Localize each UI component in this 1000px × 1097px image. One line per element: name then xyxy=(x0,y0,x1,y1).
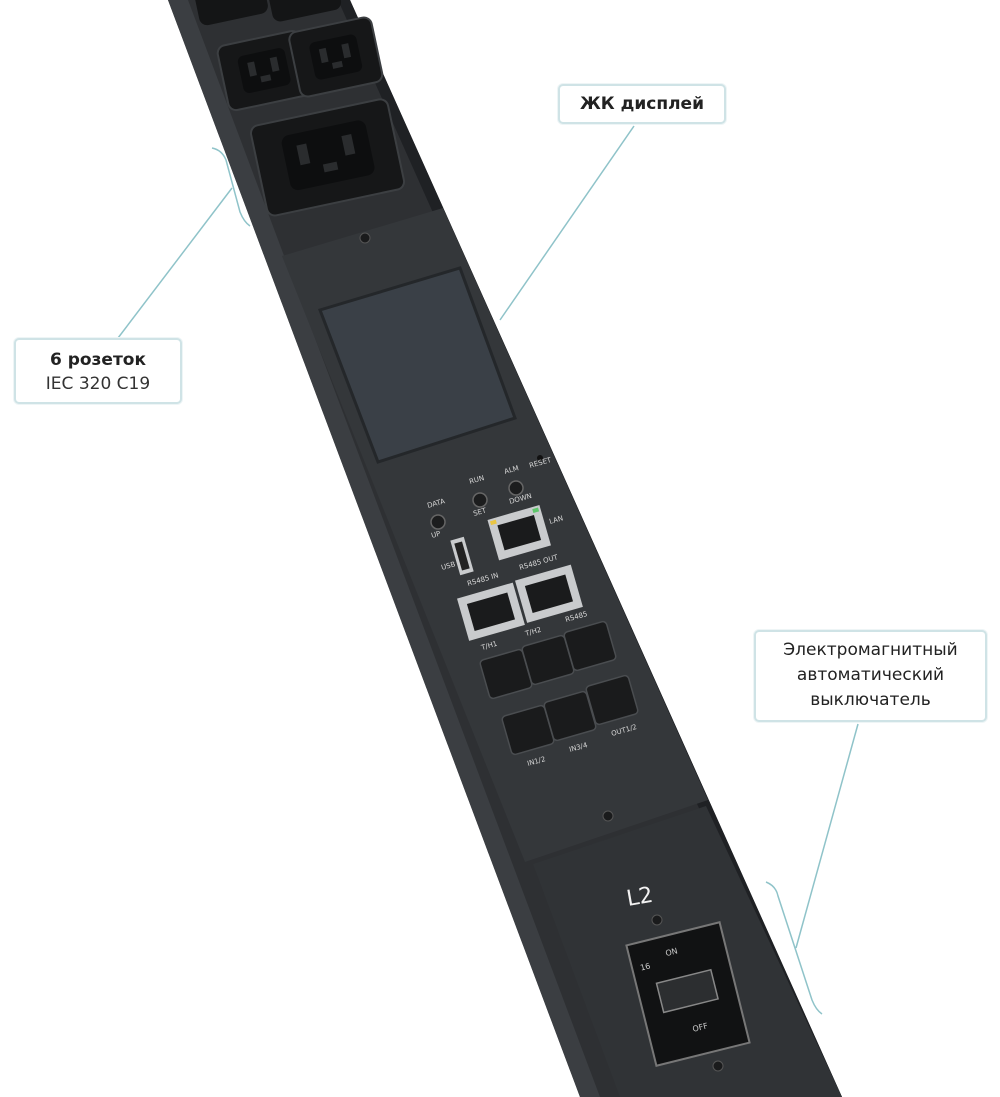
rs485-in-port xyxy=(457,582,525,641)
outlet-c19-b xyxy=(288,16,384,98)
label-run: RUN xyxy=(468,474,485,486)
callout-lcd-title: ЖК дисплей xyxy=(580,94,704,114)
outlet-c19-c xyxy=(249,98,406,217)
rs485-port xyxy=(563,620,617,672)
callout-breaker: Электромагнитный автоматический выключат… xyxy=(754,630,987,722)
lcd-leader xyxy=(499,125,635,321)
label-lan: LAN xyxy=(548,514,564,526)
breaker-off-label: OFF xyxy=(692,1021,710,1034)
pdu-left-edge xyxy=(168,0,600,1097)
callout-breaker-line1: Электромагнитный xyxy=(783,640,958,660)
breaker-rating: 16 xyxy=(639,961,651,972)
callout-outlets-subtitle: IEC 320 C19 xyxy=(45,374,151,394)
callout-breaker-line3: выключатель xyxy=(810,690,931,710)
callout-outlets-title: 6 розеток xyxy=(49,350,147,370)
rs485-out-port xyxy=(515,564,583,623)
breaker-switch: 16 ON OFF xyxy=(625,921,751,1067)
outlet-c19-a xyxy=(216,30,312,112)
button-down xyxy=(508,480,524,496)
usb-port xyxy=(450,536,474,576)
screw-breaker-top xyxy=(651,914,663,926)
out1-2-port xyxy=(585,674,639,726)
label-alm: ALM xyxy=(503,464,519,476)
lan-port xyxy=(487,505,551,561)
label-up: UP xyxy=(430,530,441,540)
callout-lcd: ЖК дисплей xyxy=(558,84,726,124)
breaker-on-label: ON xyxy=(665,946,679,958)
callout-outlets: 6 розеток IEC 320 C19 xyxy=(14,338,182,404)
outlets-bracket xyxy=(211,147,251,227)
phase-label: L2 xyxy=(625,883,655,912)
breaker-bracket xyxy=(765,881,823,1015)
outlets-leader xyxy=(117,187,233,339)
screw-mid xyxy=(602,810,614,822)
screw-breaker-bottom xyxy=(712,1060,724,1072)
reset-pinhole xyxy=(537,455,543,461)
button-up xyxy=(430,514,446,530)
outlet-section xyxy=(191,0,406,217)
screw-top xyxy=(359,232,371,244)
lcd-screen xyxy=(318,266,517,464)
button-set xyxy=(472,492,488,508)
breaker-leader xyxy=(795,723,859,949)
label-usb: USB xyxy=(440,560,456,572)
callout-breaker-line2: автоматический xyxy=(796,665,945,685)
in3-4-port xyxy=(543,690,597,742)
label-set: SET xyxy=(472,506,488,518)
